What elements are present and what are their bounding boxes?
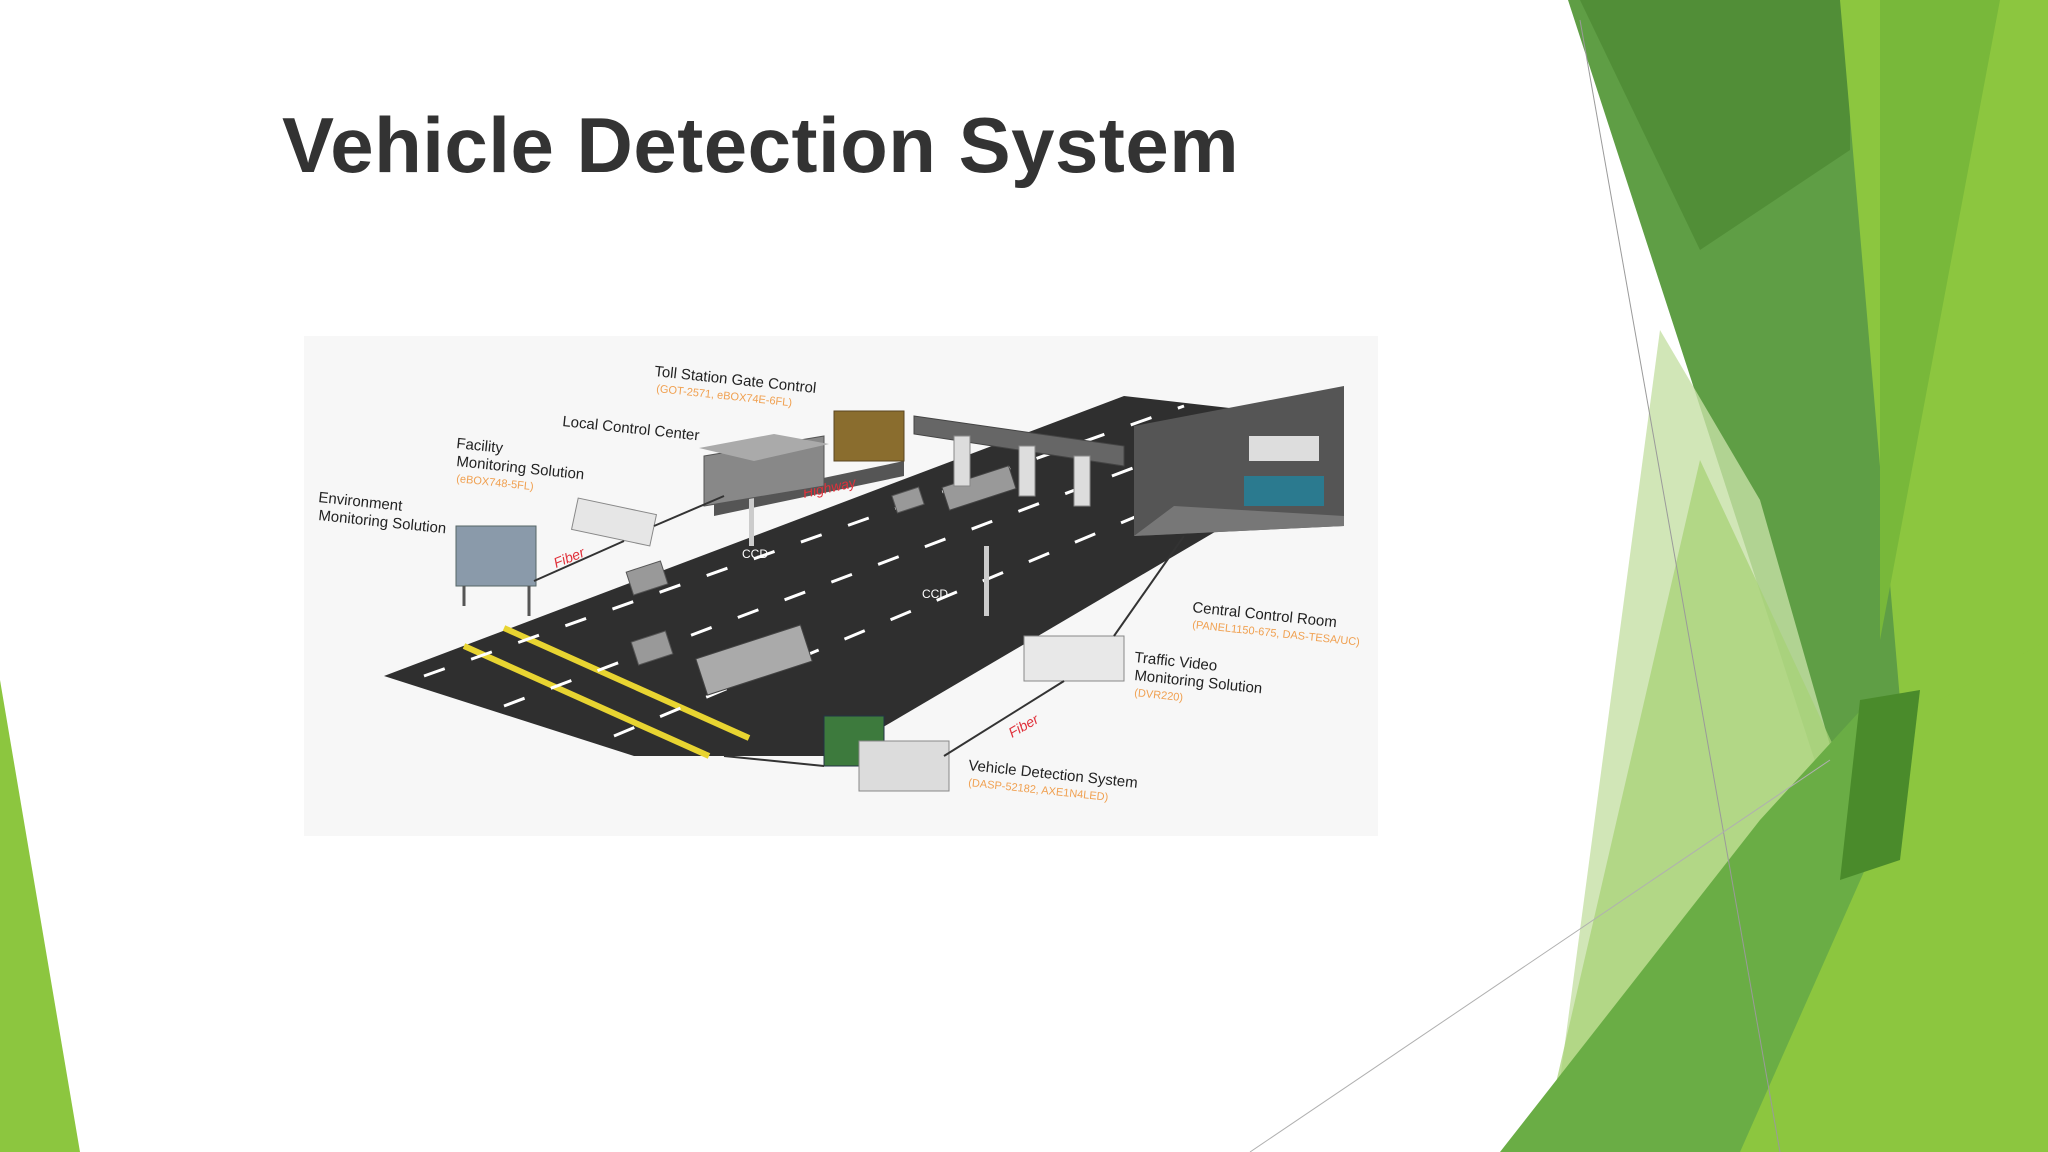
road-surface (384, 396, 1344, 756)
toll-gate-cabinet (833, 410, 905, 462)
right-lime-facet (1880, 0, 2000, 640)
right-dark-facet (1568, 0, 1920, 900)
ccd-camera-pole-2 (984, 546, 989, 616)
toll-gantry-pillar-3 (1073, 455, 1091, 507)
label-traffic-video-models: (DVR220) (1134, 687, 1184, 704)
facility-monitoring-device (570, 497, 658, 547)
right-pale-facet-2 (1540, 460, 1840, 1152)
link-facility-to-local (653, 495, 725, 527)
vehicle-detection-chassis (858, 740, 950, 792)
ccd-label-left: CCD (742, 547, 768, 561)
lane-marking-2 (503, 424, 1245, 708)
bottom-right-mid (1740, 640, 2048, 1152)
toll-gantry-pillar-2 (1018, 445, 1036, 497)
control-room-floor (1134, 506, 1344, 536)
control-room-console (1244, 476, 1324, 506)
vehicle-car-2 (630, 630, 674, 666)
toll-gantry-pillar-1 (953, 435, 971, 487)
decor-line-1 (1579, 19, 1781, 1152)
vehicle-car-3 (891, 486, 925, 514)
vehicle-detection-illustration: Highway CCD CCD Toll Station Gate Contro… (304, 336, 1378, 836)
vehicle-bus-2 (941, 465, 1017, 511)
decor-line-2 (1249, 759, 1831, 1152)
vehicle-bus (695, 624, 813, 696)
toll-gantry-roof (913, 415, 1125, 467)
link-room-to-dvr (1113, 535, 1185, 637)
slide-title: Vehicle Detection System (282, 101, 1240, 189)
link-dvr-to-vds (943, 680, 1065, 757)
traffic-video-dvr (1023, 635, 1125, 682)
vehicle-car-1 (625, 560, 669, 596)
ccd-camera-pole-1 (749, 486, 754, 546)
environment-monitoring-station (455, 525, 537, 587)
link-env-to-road (533, 540, 625, 582)
bottom-right-deep (1840, 690, 1920, 880)
ccd-label-right: CCD (922, 587, 948, 601)
left-green-wedge (0, 680, 80, 1152)
yellow-line-1 (462, 643, 711, 759)
control-room-screens (1249, 436, 1319, 461)
yellow-line-2 (502, 625, 751, 741)
link-road-to-vds (723, 755, 825, 767)
local-control-center-roof (699, 434, 829, 461)
label-facility-monitoring-line1: Facility (456, 435, 505, 457)
lane-marking-1 (423, 404, 1185, 678)
right-darker-facet (1580, 0, 1850, 250)
